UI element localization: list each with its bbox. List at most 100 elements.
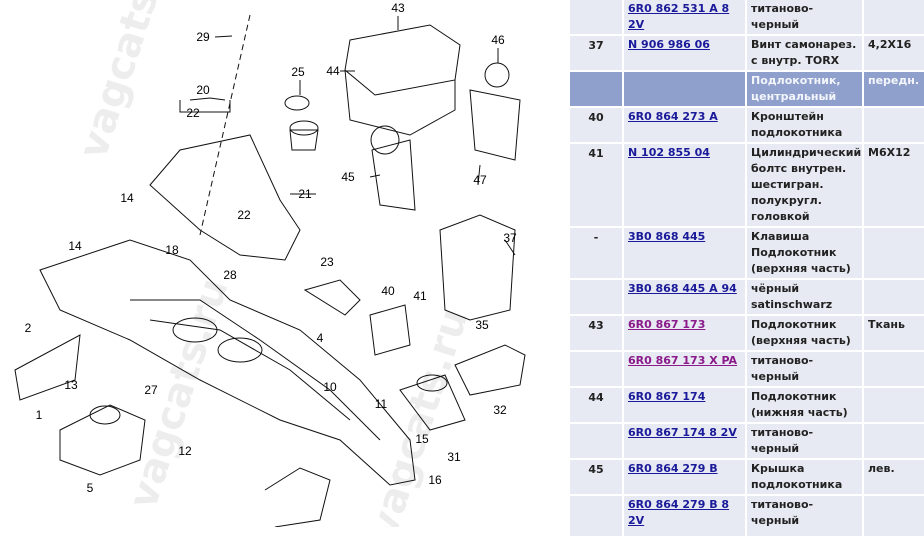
callout-label: 5 [86,481,94,495]
table-row: 44 6R0 867 174 Подлокотник (нижняя часть) [570,388,924,422]
position-number: 45 [570,460,622,494]
callout-label: 40 [381,284,395,298]
part-number-cell [624,72,745,106]
callout-label: 43 [391,1,405,15]
description: Кронштейн подлокотника [747,108,862,142]
position-number [570,352,622,386]
part-number-link[interactable]: 6R0 864 279 B 8 2V [628,498,730,527]
part-number-cell: N 102 855 04 [624,144,745,226]
table-row: -3B0 868 445 Клавиша Подлокотник (верхняя… [570,228,924,278]
description: Подлокотник (верхняя часть) [747,316,862,350]
position-number: 44 [570,388,622,422]
part-number-cell: N 906 986 06 [624,36,745,70]
position-number [570,496,622,536]
callout-label: 31 [447,450,461,464]
part-number-link[interactable]: 3B0 868 445 A 94 [628,282,737,295]
note [864,280,924,314]
callout-label: 37 [503,231,517,245]
part-number-link[interactable]: 6R0 867 174 8 2V [628,426,737,439]
description: Подлокотник, центральный [747,72,862,106]
note: 4,2X16 [864,36,924,70]
part-number-cell: 6R0 867 173 X PA [624,352,745,386]
position-number [570,424,622,458]
description: Подлокотник (нижняя часть) [747,388,862,422]
callout-label: 45 [341,170,355,184]
part-number-link[interactable]: N 102 855 04 [628,146,710,159]
callout-label: 18 [165,243,179,257]
callout-label: 20 [196,83,210,97]
part-number-link[interactable]: 3B0 868 445 [628,230,706,243]
table-row: 6R0 862 531 A 8 2V титаново-черный [570,0,924,34]
position-number [570,0,622,34]
description: титаново-черный [747,424,862,458]
position-number: - [570,228,622,278]
part-number-cell: 6R0 864 273 A [624,108,745,142]
callout-label: 44 [326,64,340,78]
callout-label: 32 [493,403,507,417]
note [864,228,924,278]
note: передн. [864,72,924,106]
part-number-cell: 6R0 864 279 B 8 2V [624,496,745,536]
table-row: 40 6R0 864 273 A Кронштейн подлокотника [570,108,924,142]
callout-label: 12 [178,444,192,458]
callout-label: 47 [473,173,487,187]
part-number-link[interactable]: 6R0 867 174 [628,390,706,403]
description: титаново-черный [747,0,862,34]
part-number-link[interactable]: 6R0 862 531 A 8 2V [628,2,730,31]
callout-label: 46 [491,33,505,47]
position-number [570,72,622,106]
position-number: 37 [570,36,622,70]
callout-label: 14 [120,191,134,205]
part-number-link[interactable]: 6R0 864 279 B [628,462,718,475]
callout-label: 35 [475,318,489,332]
callout-label: 28 [223,268,237,282]
table-row: 6R0 867 174 8 2V титаново-черный [570,424,924,458]
callout-label: 15 [415,432,429,446]
position-number: 40 [570,108,622,142]
part-number-cell: 6R0 862 531 A 8 2V [624,0,745,34]
note [864,108,924,142]
part-number-cell: 6R0 867 174 8 2V [624,424,745,458]
callout-label: 41 [413,289,427,303]
note: Ткань [864,316,924,350]
description: Клавиша Подлокотник (верхняя часть) [747,228,862,278]
callout-label: 16 [428,473,442,487]
callout-label: 22 [186,106,200,120]
note [864,352,924,386]
callout-label: 4 [316,331,324,345]
description: чёрный satinschwarz [747,280,862,314]
callout-label: 21 [298,187,312,201]
note: M6X12 [864,144,924,226]
part-number-link[interactable]: 6R0 867 173 X PA [628,354,738,367]
part-number-cell: 3B0 868 445 [624,228,745,278]
part-number-link[interactable]: 6R0 864 273 A [628,110,718,123]
callout-label: 14 [68,239,82,253]
note [864,388,924,422]
callout-label: 13 [64,378,78,392]
callout-label: 25 [291,65,305,79]
note [864,424,924,458]
position-number: 41 [570,144,622,226]
part-number-link[interactable]: 6R0 867 173 [628,318,706,331]
note: лев. [864,460,924,494]
note [864,0,924,34]
exploded-view-drawing [14,14,526,527]
callout-label: 10 [323,380,337,394]
part-number-cell: 6R0 864 279 B [624,460,745,494]
part-number-cell: 6R0 867 174 [624,388,745,422]
callout-label: 2 [24,321,32,335]
position-number [570,280,622,314]
callout-label: 11 [374,397,388,411]
note [864,496,924,536]
part-number-link[interactable]: N 906 986 06 [628,38,710,51]
parts-diagram: vagcats.ru vagcats.ru vagcats.ru [14,0,526,527]
parts-table: 6R0 862 531 A 8 2V титаново-черный 37 N 906… [570,0,924,536]
callout-label: 1 [35,408,43,422]
part-number-cell: 6R0 867 173 [624,316,745,350]
description: Крышка подлокотника [747,460,862,494]
